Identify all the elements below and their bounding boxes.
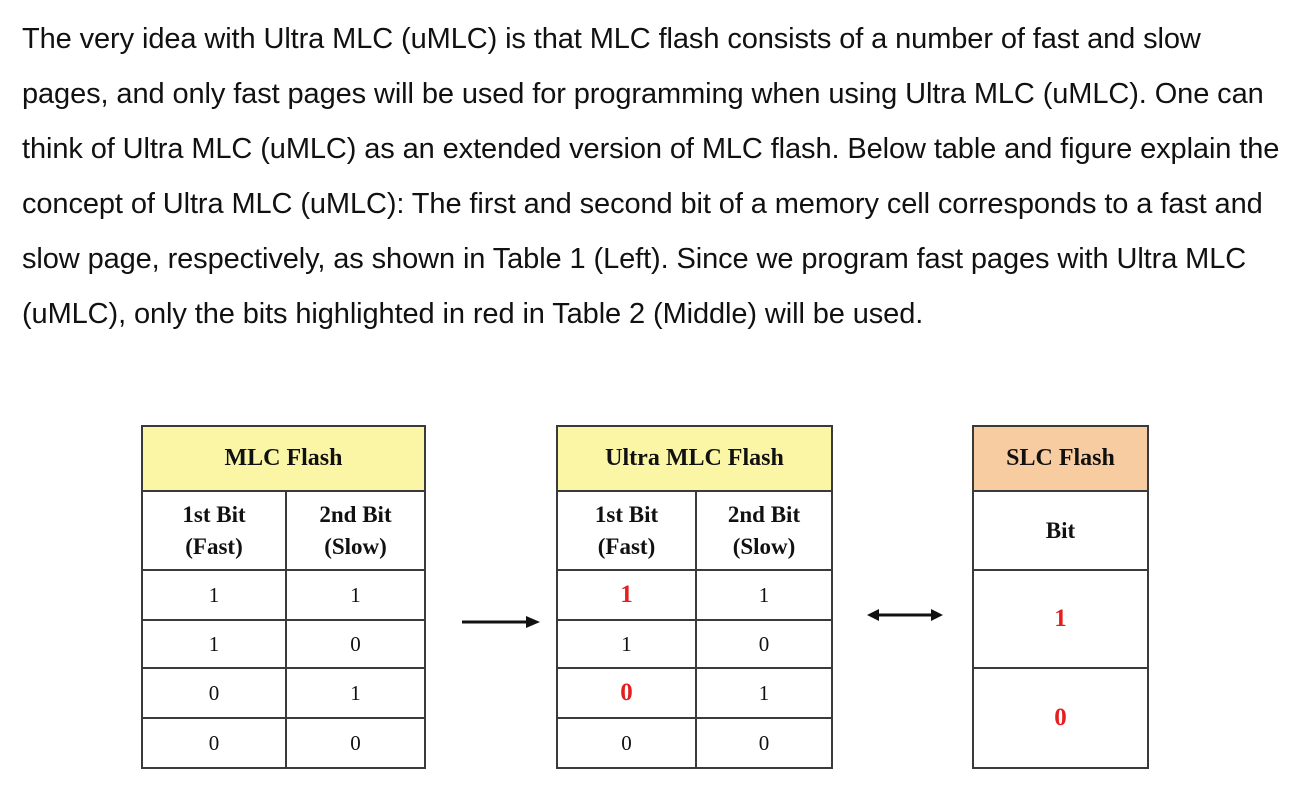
umlc-title: Ultra MLC Flash bbox=[556, 425, 833, 492]
mlc-r4-fast: 0 bbox=[141, 717, 287, 769]
table-row: 0 1 bbox=[141, 667, 426, 719]
mlc-col-fast-line2: (Fast) bbox=[185, 533, 243, 559]
mlc-r3-fast: 0 bbox=[141, 667, 287, 719]
body-paragraph: The very idea with Ultra MLC (uMLC) is t… bbox=[22, 23, 1280, 330]
umlc-r3-slow: 1 bbox=[695, 667, 833, 719]
slc-r1-bit: 1 bbox=[972, 569, 1149, 669]
umlc-r4-slow: 0 bbox=[695, 717, 833, 769]
umlc-r1-fast-highlighted: 1 bbox=[556, 569, 697, 621]
table-row: 1 0 bbox=[556, 619, 833, 669]
mlc-flash-table: MLC Flash 1st Bit (Fast) 2nd Bit (Slow) … bbox=[141, 425, 426, 769]
umlc-col-slow: 2nd Bit (Slow) bbox=[695, 490, 833, 571]
mlc-col-slow: 2nd Bit (Slow) bbox=[285, 490, 426, 571]
umlc-col-fast-line1: 1st Bit bbox=[594, 501, 659, 527]
umlc-col-slow-line1: 2nd Bit bbox=[727, 501, 801, 527]
ultra-mlc-flash-table: Ultra MLC Flash 1st Bit (Fast) 2nd Bit (… bbox=[556, 425, 833, 769]
slc-title: SLC Flash bbox=[972, 425, 1149, 492]
umlc-col-fast-line2: (Fast) bbox=[597, 533, 656, 559]
umlc-r4-fast: 0 bbox=[556, 717, 697, 769]
umlc-r3-fast-highlighted: 0 bbox=[556, 667, 697, 719]
umlc-col-fast: 1st Bit (Fast) bbox=[556, 490, 697, 571]
mlc-r3-slow: 1 bbox=[285, 667, 426, 719]
mlc-col-fast-line1: 1st Bit bbox=[182, 501, 246, 527]
mlc-title: MLC Flash bbox=[141, 425, 426, 492]
mlc-r2-fast: 1 bbox=[141, 619, 287, 669]
table-row: 0 0 bbox=[556, 717, 833, 769]
mlc-col-slow-line1: 2nd Bit bbox=[319, 501, 392, 527]
umlc-r1-slow: 1 bbox=[695, 569, 833, 621]
table-row: 1 0 bbox=[141, 619, 426, 669]
table-row: 0 1 bbox=[556, 667, 833, 719]
right-arrow-icon bbox=[462, 616, 540, 628]
mlc-r1-slow: 1 bbox=[285, 569, 426, 621]
mlc-r2-slow: 0 bbox=[285, 619, 426, 669]
table-row: 0 0 bbox=[141, 717, 426, 769]
table-row: 1 bbox=[972, 569, 1149, 669]
mlc-col-slow-line2: (Slow) bbox=[324, 533, 387, 559]
table-row: 0 bbox=[972, 667, 1149, 769]
slc-col-bit: Bit bbox=[972, 490, 1149, 571]
mlc-r4-slow: 0 bbox=[285, 717, 426, 769]
slc-flash-table: SLC Flash Bit 1 0 bbox=[972, 425, 1149, 769]
table-row: 1 1 bbox=[556, 569, 833, 621]
mlc-col-fast: 1st Bit (Fast) bbox=[141, 490, 287, 571]
double-arrow-icon bbox=[867, 609, 943, 621]
table-row: 1 1 bbox=[141, 569, 426, 621]
umlc-col-slow-line2: (Slow) bbox=[732, 533, 796, 559]
umlc-r2-slow: 0 bbox=[695, 619, 833, 669]
mlc-r1-fast: 1 bbox=[141, 569, 287, 621]
slc-r2-bit: 0 bbox=[972, 667, 1149, 769]
umlc-r2-fast: 1 bbox=[556, 619, 697, 669]
